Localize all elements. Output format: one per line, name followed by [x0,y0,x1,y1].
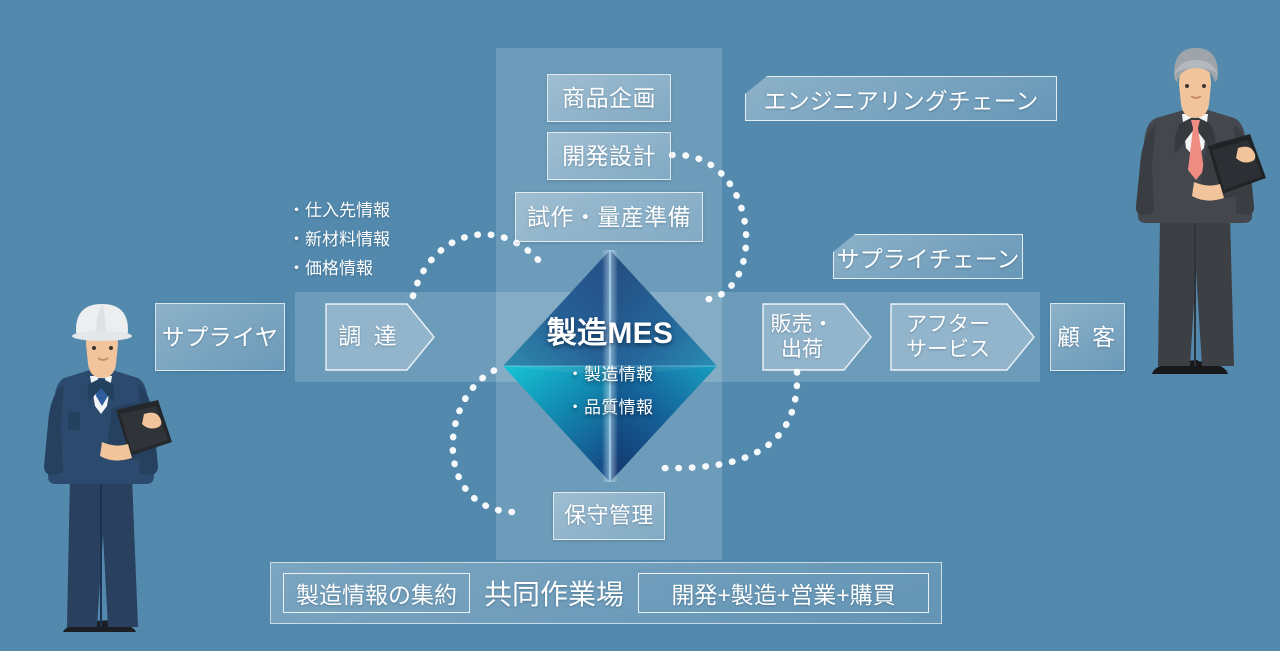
supply-chain-tag: サプライチェーン [833,234,1023,279]
list-item: ・新材料情報 [288,230,390,250]
node-maintenance-management[interactable]: 保守管理 [553,492,665,540]
step-product-planning[interactable]: 商品企画 [547,74,671,122]
mes-bullet: ・品質情報 [566,398,654,417]
step-trial-mass-production[interactable]: 試作・量産準備 [515,192,703,242]
step-development-design[interactable]: 開発設計 [547,132,671,180]
mes-title: 製造MES [546,317,674,350]
diamond-text-block: 製造MES ・製造情報 ・品質情報 [503,250,717,482]
mes-bullet: ・製造情報 [566,365,654,384]
node-label: サプライヤ [161,323,279,350]
step-label: 試作・量産準備 [526,203,692,230]
node-label-line1: 販売・ [771,313,834,336]
supply-chain-label: サプライチェーン [836,245,1020,272]
engineering-chain-label: エンジニアリングチェーン [763,87,1039,114]
node-label-line2: サービス [906,338,990,361]
node-after-service[interactable]: アフター サービス [890,303,1035,371]
list-item: ・仕入先情報 [288,201,390,220]
node-supplier[interactable]: サプライヤ [155,303,285,371]
node-label: 保守管理 [564,502,654,528]
bottom-left-label: 製造情報の集約 [283,573,470,613]
node-procurement[interactable]: 調 達 [325,303,435,371]
engineering-chain-tag: エンジニアリングチェーン [745,76,1057,121]
mes-core-diamond[interactable]: 製造MES ・製造情報 ・品質情報 [503,250,717,482]
node-customer[interactable]: 顧 客 [1050,303,1125,371]
node-label: 顧 客 [1057,323,1118,350]
list-item: ・価格情報 [288,259,373,279]
node-label-line1: アフター [906,313,990,336]
step-label: 開発設計 [562,142,656,169]
diamond-shape [503,250,717,482]
bottom-center-label: 共同作業場 [484,579,625,610]
supplier-info-list: ・仕入先情報 ・新材料情報 ・価格情報 [288,196,458,284]
bottom-summary-bar: 製造情報の集約 共同作業場 開発+製造+営業+購買 [270,562,942,624]
bottom-right-label: 開発+製造+営業+購買 [638,573,929,613]
executive-illustration [1135,48,1266,374]
step-label: 商品企画 [562,84,656,111]
node-sales-shipping[interactable]: 販売・ 出荷 [762,303,872,371]
factory-worker-illustration [44,304,172,632]
node-label-line2: 出荷 [781,338,823,361]
node-label: 調 達 [338,323,399,349]
